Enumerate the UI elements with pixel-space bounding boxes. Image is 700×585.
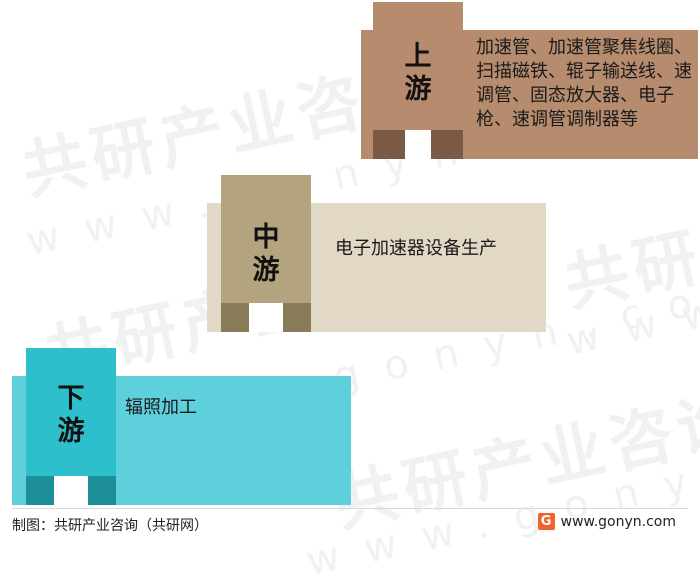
- gonyn-logo-icon: G: [537, 513, 555, 530]
- upstream-ribbon-fold-right: [431, 130, 463, 159]
- watermark-brand-4: 共研产业咨询: [558, 162, 700, 322]
- midstream-label-line2: 游: [252, 255, 280, 286]
- upstream-label: 上 游: [373, 40, 463, 106]
- midstream-label-line1: 中: [252, 222, 280, 253]
- upstream-ribbon: 上 游: [373, 2, 463, 159]
- footer-divider: [12, 508, 688, 509]
- upstream-content: 加速管、加速管聚焦线圈、扫描磁铁、辊子输送线、速调管、固态放大器、电子枪、速调管…: [476, 37, 692, 130]
- upstream-label-line2: 游: [404, 74, 432, 105]
- downstream-label-line1: 下: [57, 383, 85, 414]
- midstream-ribbon-shape: [221, 175, 311, 332]
- midstream-ribbon-fold-right: [283, 303, 311, 332]
- downstream-label-line2: 游: [57, 416, 85, 447]
- downstream-ribbon-fold-right: [88, 476, 116, 505]
- midstream-label: 中 游: [221, 221, 311, 287]
- watermark-url-3: www.gonyn.com: [302, 401, 700, 585]
- upstream-ribbon-body: [373, 2, 463, 159]
- downstream-ribbon-body: [26, 348, 116, 505]
- footer-source: 制图：共研产业咨询（共研网）: [12, 518, 208, 534]
- midstream-content: 电子加速器设备生产: [335, 238, 497, 259]
- downstream-ribbon-shape: [26, 348, 116, 505]
- downstream-content: 辐照加工: [125, 397, 197, 418]
- footer-website-text[interactable]: www.gonyn.com: [560, 513, 676, 530]
- footer-website[interactable]: G www.gonyn.com: [537, 513, 676, 530]
- upstream-ribbon-shape: [373, 2, 463, 159]
- midstream-ribbon-body: [221, 175, 311, 332]
- upstream-label-line1: 上: [404, 41, 432, 72]
- upstream-ribbon-fold-left: [373, 130, 405, 159]
- downstream-label: 下 游: [26, 382, 116, 448]
- watermark-url-4: www.gonyn.com: [562, 181, 700, 365]
- midstream-ribbon: 中 游: [221, 175, 311, 332]
- downstream-ribbon-fold-left: [26, 476, 54, 505]
- downstream-ribbon: 下 游: [26, 348, 116, 505]
- midstream-ribbon-fold-left: [221, 303, 249, 332]
